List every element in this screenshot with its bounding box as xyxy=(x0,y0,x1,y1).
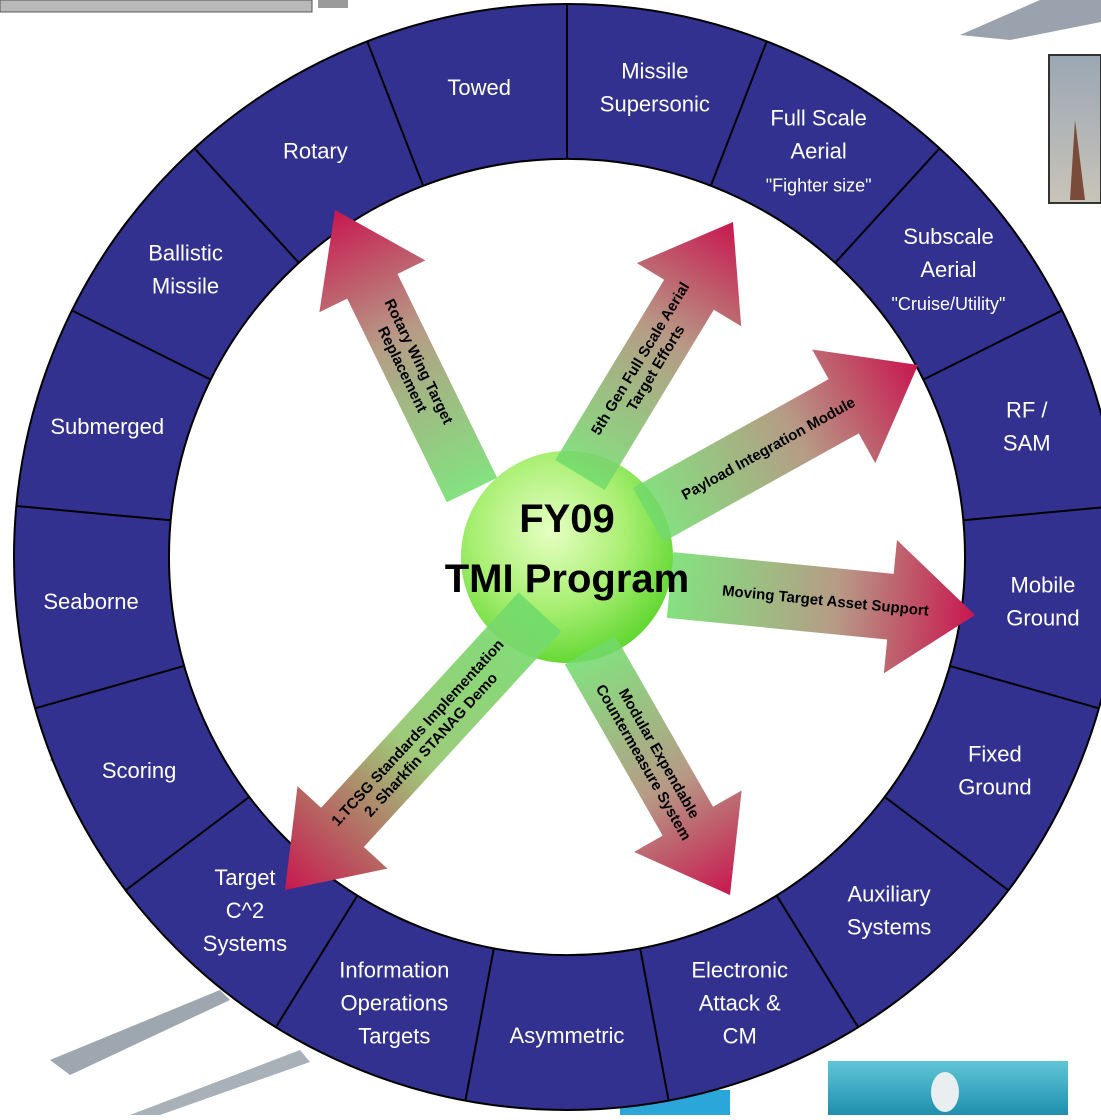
ring-divider xyxy=(963,506,1101,522)
ring-divider xyxy=(834,147,941,264)
ring-divider xyxy=(639,948,670,1101)
ring-divider xyxy=(34,664,185,710)
arrow-shape-payload xyxy=(632,349,919,543)
arrow-label-tcsg: 1.TCSG Standards Implementation xyxy=(328,636,507,829)
arrow-shape-tcsg xyxy=(284,592,562,891)
arrow-moving-target: Moving Target Asset Support xyxy=(666,540,976,674)
top-right-photo-detail xyxy=(1070,120,1085,200)
outer-category-ring xyxy=(12,3,1101,1111)
arrow-shape-fifth-gen xyxy=(555,222,742,491)
center-title-line1: FY09 xyxy=(519,497,615,541)
segment-label-towed: Towed xyxy=(447,75,511,100)
segment-label-submerged: Submerged xyxy=(50,414,164,439)
ring-divider xyxy=(125,796,250,892)
center-title-line2: TMI Program xyxy=(445,557,689,601)
ring-divider xyxy=(884,796,1009,892)
buoy-in-photo xyxy=(931,1072,959,1112)
top-left-photo-tag xyxy=(318,0,348,8)
segment-label-scoring: Scoring xyxy=(102,758,177,783)
arrow-shape-modular-expendable xyxy=(564,635,742,895)
ring-divider xyxy=(464,948,495,1101)
arrow-shape-rotary-wing xyxy=(319,210,498,503)
segment-label-rf-sam: RF /SAM xyxy=(1003,398,1051,456)
ring-divider xyxy=(709,40,768,187)
ring-divider xyxy=(775,894,859,1028)
ring-divider xyxy=(949,664,1100,710)
ring-divider xyxy=(193,147,300,264)
aircraft-wing-top-right xyxy=(960,0,1101,40)
ring-divider xyxy=(922,309,1063,381)
segment-label-asymmetric: Asymmetric xyxy=(510,1023,625,1048)
segment-label-seaborne: Seaborne xyxy=(43,589,138,614)
arrow-shape-moving-target xyxy=(666,540,976,674)
uav-wing-bottom-left xyxy=(50,990,230,1075)
ring-band xyxy=(12,3,1101,1111)
ring-divider xyxy=(366,40,425,187)
ring-divider xyxy=(16,504,171,522)
top-left-photo-fragment xyxy=(0,0,313,13)
uav-bottom-left xyxy=(130,1050,310,1115)
ring-divider xyxy=(275,894,359,1028)
ring-divider xyxy=(71,309,212,381)
segment-label-rotary: Rotary xyxy=(283,139,348,164)
